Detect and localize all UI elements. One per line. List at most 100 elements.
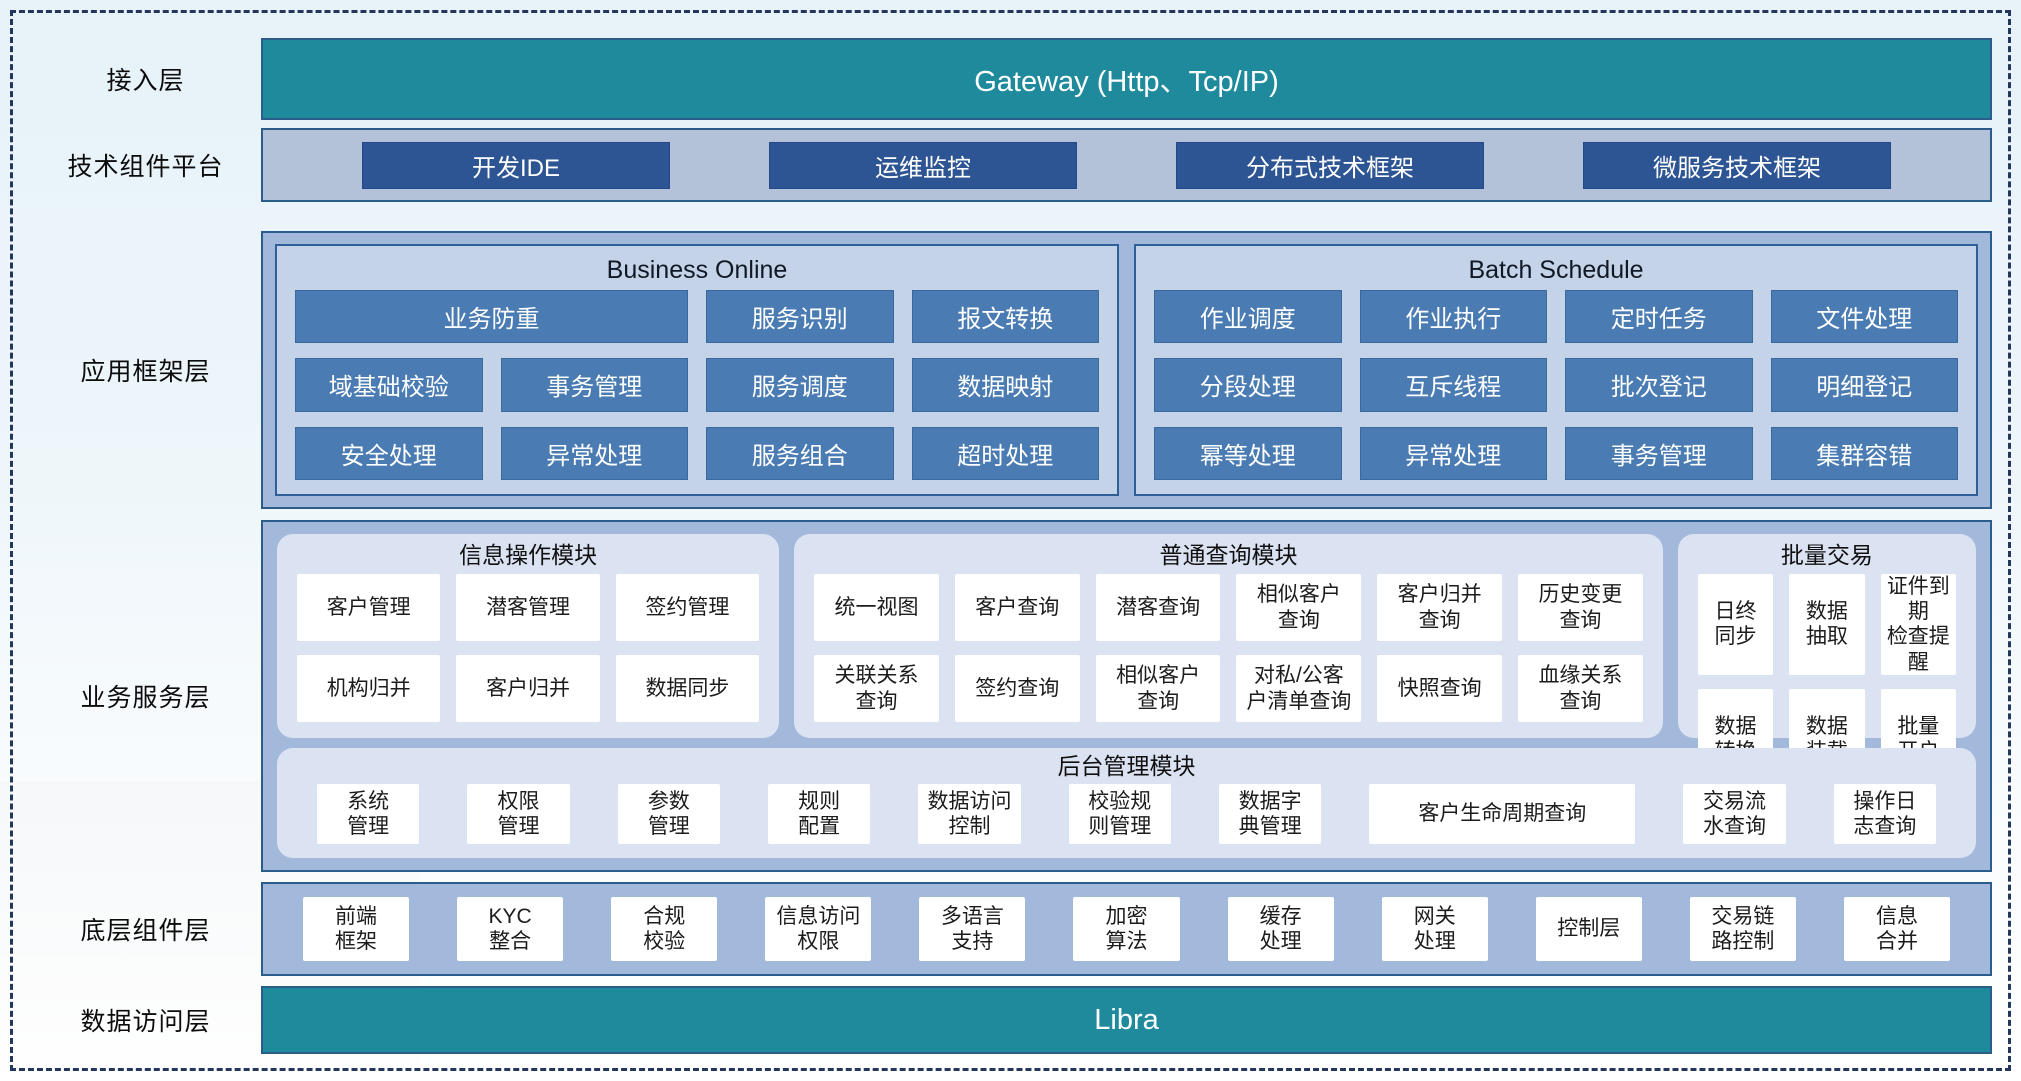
admin-box-item: 校验规 则管理 bbox=[1068, 784, 1171, 844]
base-box-item: 缓存 处理 bbox=[1227, 897, 1334, 961]
service-box-item: 机构归并 bbox=[297, 655, 441, 722]
framework-box: 数据映射 bbox=[911, 358, 1099, 412]
architecture-diagram: 接入层 Gateway (Http、Tcp/IP) 技术组件平台 开发IDE 运维… bbox=[30, 38, 1992, 1054]
service-box-item: 签约查询 bbox=[954, 655, 1080, 722]
service-module: 普通查询模块统一视图客户查询潜客查询相似客户 查询客户归并 查询历史变更 查询关… bbox=[794, 534, 1663, 738]
service-modules-row: 信息操作模块客户管理潜客管理签约管理机构归并客户归并数据同步普通查询模块统一视图… bbox=[277, 534, 1977, 790]
framework-box: 定时任务 bbox=[1565, 290, 1753, 344]
base-box-item: 网关 处理 bbox=[1381, 897, 1488, 961]
base-box-item: 信息 合并 bbox=[1843, 897, 1951, 961]
service-box-item: 客户管理 bbox=[297, 574, 441, 641]
service-box-item: 快照查询 bbox=[1377, 655, 1503, 722]
base-box-item: 合规 校验 bbox=[611, 897, 718, 961]
layer-row-access: 接入层 Gateway (Http、Tcp/IP) bbox=[30, 38, 1992, 120]
service-box-item: 签约管理 bbox=[615, 574, 760, 641]
panel-button-grid: 业务防重服务识别报文转换域基础校验事务管理服务调度数据映射安全处理异常处理服务组… bbox=[295, 290, 1099, 480]
tech-platform-box: 开发IDE bbox=[362, 141, 670, 189]
service-box-item: 日终 同步 bbox=[1697, 574, 1774, 675]
service-box-item: 相似客户 查询 bbox=[1095, 655, 1221, 722]
admin-box-item: 客户生命周期查询 bbox=[1369, 784, 1636, 844]
service-box-item: 相似客户 查询 bbox=[1236, 574, 1362, 641]
tech-platform-box: 运维监控 bbox=[769, 141, 1077, 189]
service-box-item: 数据 抽取 bbox=[1789, 574, 1865, 675]
admin-box-item: 操作日 志查询 bbox=[1833, 784, 1936, 844]
admin-box-item: 系统 管理 bbox=[317, 784, 420, 844]
service-box-item: 对私/公客 户清单查询 bbox=[1236, 655, 1362, 722]
admin-module-title: 后台管理模块 bbox=[1057, 753, 1196, 779]
service-module-title: 普通查询模块 bbox=[1159, 542, 1298, 568]
tech-buttons-row: 开发IDE 运维监控 分布式技术框架 微服务技术框架 bbox=[261, 128, 1992, 202]
base-cells-row: 前端 框架 KYC 整合合规 校验信息访问 权限多语言 支持加密 算法缓存 处理网… bbox=[261, 882, 1992, 976]
framework-box: 幂等处理 bbox=[1154, 426, 1342, 480]
base-box-item: 信息访问 权限 bbox=[765, 897, 872, 961]
base-box-item: 交易链 路控制 bbox=[1689, 897, 1796, 961]
framework-box: 批次登记 bbox=[1565, 358, 1753, 412]
framework-box: 互斥线程 bbox=[1359, 358, 1547, 412]
framework-box: 超时处理 bbox=[911, 426, 1099, 480]
admin-box-item: 参数 管理 bbox=[617, 784, 720, 844]
framework-box: 文件处理 bbox=[1770, 290, 1958, 344]
panel-title: Batch Schedule bbox=[1468, 256, 1644, 284]
base-box-item: 前端 框架 bbox=[303, 897, 410, 961]
layer-label-base-component: 底层组件层 bbox=[80, 917, 211, 945]
framework-box: 分段处理 bbox=[1154, 358, 1342, 412]
service-box-item: 关联关系 查询 bbox=[814, 655, 939, 722]
framework-box: 事务管理 bbox=[1565, 426, 1753, 480]
service-module-grid: 客户管理潜客管理签约管理机构归并客户归并数据同步 bbox=[297, 574, 760, 722]
framework-box: 服务识别 bbox=[706, 290, 894, 344]
service-box-item: 血缘关系 查询 bbox=[1518, 655, 1643, 722]
layer-label-access: 接入层 bbox=[106, 67, 185, 95]
panel-title: Business Online bbox=[606, 256, 788, 284]
service-box-item: 客户归并 bbox=[456, 655, 600, 722]
admin-box-item: 数据访问 控制 bbox=[918, 784, 1021, 844]
service-module-grid: 统一视图客户查询潜客查询相似客户 查询客户归并 查询历史变更 查询关联关系 查询… bbox=[814, 574, 1643, 722]
tech-platform-box: 微服务技术框架 bbox=[1583, 141, 1891, 189]
service-box-item: 潜客查询 bbox=[1095, 574, 1221, 641]
libra-bar: Libra bbox=[261, 986, 1992, 1054]
service-module-title: 批量交易 bbox=[1780, 542, 1873, 568]
framework-box: 报文转换 bbox=[911, 290, 1099, 344]
base-box-item: 加密 算法 bbox=[1073, 897, 1180, 961]
service-box-item: 统一视图 bbox=[814, 574, 939, 641]
business-service-box: 信息操作模块客户管理潜客管理签约管理机构归并客户归并数据同步普通查询模块统一视图… bbox=[261, 520, 1992, 872]
service-box-item: 证件到期 检查提醒 bbox=[1880, 574, 1957, 675]
base-box-item: KYC 整合 bbox=[457, 897, 564, 961]
admin-cells-row: 系统 管理权限 管理参数 管理规则 配置数据访问 控制校验规 则管理数据字 典管… bbox=[317, 784, 1936, 844]
framework-box: 服务组合 bbox=[706, 426, 894, 480]
service-module: 信息操作模块客户管理潜客管理签约管理机构归并客户归并数据同步 bbox=[277, 534, 780, 738]
service-box-item: 客户查询 bbox=[954, 574, 1080, 641]
service-box-item: 历史变更 查询 bbox=[1518, 574, 1643, 641]
layer-row-data-access: 数据访问层 Libra bbox=[30, 986, 1992, 1054]
admin-box-item: 权限 管理 bbox=[467, 784, 570, 844]
layer-label-tech-platform: 技术组件平台 bbox=[67, 153, 224, 181]
layer-label-app-framework: 应用框架层 bbox=[80, 358, 211, 386]
framework-box: 安全处理 bbox=[295, 426, 483, 480]
gateway-bar: Gateway (Http、Tcp/IP) bbox=[261, 38, 1992, 120]
service-box-item: 客户归并 查询 bbox=[1377, 574, 1503, 641]
service-module-title: 信息操作模块 bbox=[459, 542, 598, 568]
layer-label-data-access: 数据访问层 bbox=[80, 1008, 211, 1036]
framework-box: 异常处理 bbox=[1359, 426, 1547, 480]
tech-platform-box: 分布式技术框架 bbox=[1176, 141, 1484, 189]
framework-box: 业务防重 bbox=[295, 290, 688, 344]
framework-box: 服务调度 bbox=[706, 358, 894, 412]
framework-box: 明细登记 bbox=[1770, 358, 1958, 412]
base-box-item: 多语言 支持 bbox=[919, 897, 1026, 961]
service-box-item: 潜客管理 bbox=[456, 574, 600, 641]
layer-row-base-component: 底层组件层 前端 框架 KYC 整合合规 校验信息访问 权限多语言 支持加密 算法… bbox=[30, 882, 1992, 976]
framework-box: 作业调度 bbox=[1154, 290, 1342, 344]
layer-label-business-service: 业务服务层 bbox=[80, 684, 211, 712]
admin-box-item: 数据字 典管理 bbox=[1218, 784, 1322, 844]
layer-row-business-service: 业务服务层 信息操作模块客户管理潜客管理签约管理机构归并客户归并数据同步普通查询… bbox=[30, 520, 1992, 872]
framework-box: 集群容错 bbox=[1770, 426, 1958, 480]
admin-module-panel: 后台管理模块 系统 管理权限 管理参数 管理规则 配置数据访问 控制校验规 则管… bbox=[277, 748, 1976, 858]
framework-box: 异常处理 bbox=[500, 426, 688, 480]
layer-row-tech-platform: 技术组件平台 开发IDE 运维监控 分布式技术框架 微服务技术框架 bbox=[30, 128, 1992, 202]
base-box-item: 控制层 bbox=[1535, 897, 1642, 961]
panel-button-grid: 作业调度作业执行定时任务文件处理分段处理互斥线程批次登记明细登记幂等处理异常处理… bbox=[1154, 290, 1958, 480]
